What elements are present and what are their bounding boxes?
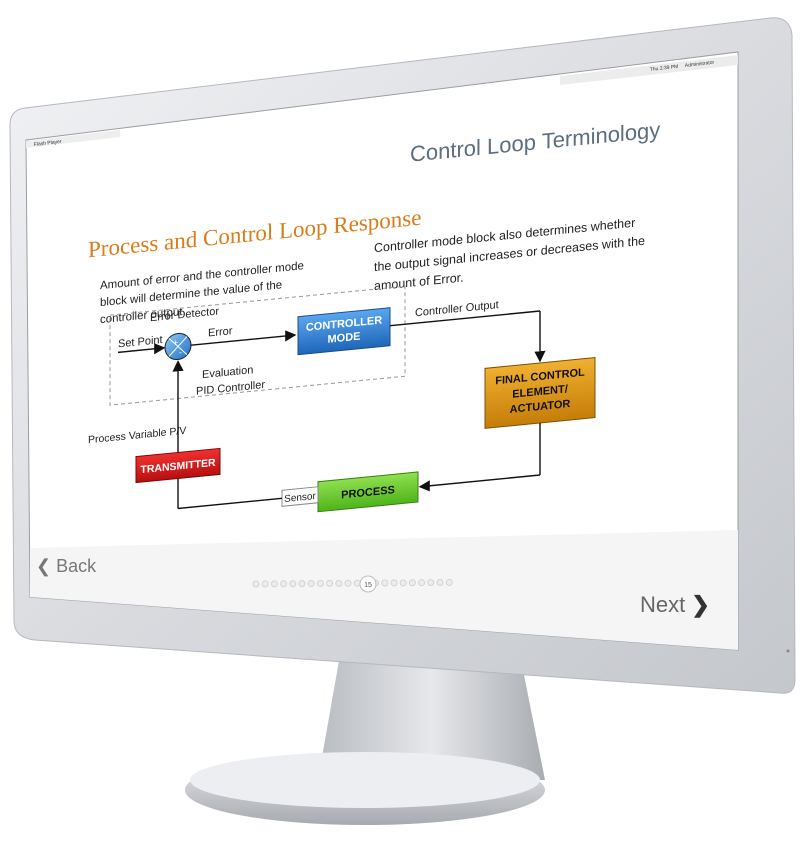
page-dot[interactable] — [445, 578, 453, 586]
page-dot[interactable] — [289, 580, 297, 588]
process-variable-label: Process Variable P/V — [88, 425, 186, 447]
next-button[interactable]: Next ❯ — [640, 592, 710, 618]
plus-sign: + — [173, 337, 178, 347]
page-dot[interactable] — [316, 579, 324, 587]
page-dot[interactable] — [307, 580, 315, 588]
page-dot[interactable] — [270, 580, 278, 588]
sensor-label: Sensor — [284, 491, 316, 505]
slide: Control Loop Terminology Process and Con… — [30, 73, 760, 545]
page-number: 15 — [364, 582, 372, 589]
chevron-right-icon: ❯ — [691, 592, 710, 617]
pid-controller-label: PID Controller — [196, 379, 265, 398]
page-dot[interactable] — [252, 580, 260, 588]
control-loop-diagram: Error Detector Set Point + - Error Evalu… — [88, 285, 596, 513]
page-dot[interactable] — [353, 579, 361, 587]
page-dot[interactable] — [298, 580, 306, 588]
controller-mode-block — [297, 307, 391, 356]
sensor-line — [178, 497, 282, 510]
error-arrow — [191, 330, 297, 346]
set-point-label: Set Point — [118, 334, 163, 350]
back-label: Back — [56, 556, 97, 576]
minus-sign: - — [179, 347, 182, 357]
next-label: Next — [640, 592, 686, 617]
final-control-line2: ELEMENT/ — [512, 383, 568, 400]
menubar-app: Flash Player — [34, 139, 63, 148]
page-dot[interactable] — [436, 579, 444, 587]
menubar-clock: Thu 2:39 PM — [650, 64, 679, 73]
page-dot[interactable] — [280, 580, 288, 588]
page-dot[interactable] — [326, 579, 334, 587]
power-light-icon — [786, 649, 790, 653]
page-dot[interactable] — [335, 579, 343, 587]
page-dot[interactable] — [418, 579, 426, 587]
page-dot[interactable] — [399, 579, 407, 587]
current-page-marker — [359, 575, 377, 593]
controller-mode-line2: MODE — [328, 331, 361, 346]
controller-output-line — [390, 310, 540, 327]
page-dot[interactable] — [408, 579, 416, 587]
set-point-arrow — [118, 343, 166, 355]
pid-controller-box — [109, 285, 406, 406]
error-detector-label: Error Detector — [150, 305, 219, 324]
chevron-left-icon: ❮ — [36, 556, 52, 576]
error-label: Error — [208, 325, 233, 339]
menubar-user: Administrator — [685, 60, 715, 69]
system-menubar: Thu 2:39 PM Administrator — [560, 55, 738, 85]
page-dot[interactable] — [427, 579, 435, 587]
page-dot[interactable] — [261, 580, 269, 588]
monitor-stand — [185, 655, 545, 825]
process-input-arrow — [418, 474, 540, 492]
evaluation-label: Evaluation — [202, 364, 253, 381]
final-control-line3: ACTUATOR — [510, 398, 571, 416]
app-menubar: Flash Player — [26, 130, 120, 148]
back-button[interactable]: ❮ Back — [36, 556, 96, 577]
summing-cross-2 — [168, 336, 188, 357]
page-dot[interactable] — [344, 579, 352, 587]
process-label: PROCESS — [341, 484, 395, 501]
nav-strip — [30, 530, 738, 650]
page-indicator[interactable]: 15 — [252, 575, 453, 593]
page-dot[interactable] — [381, 579, 389, 587]
page-dot[interactable] — [390, 579, 398, 587]
